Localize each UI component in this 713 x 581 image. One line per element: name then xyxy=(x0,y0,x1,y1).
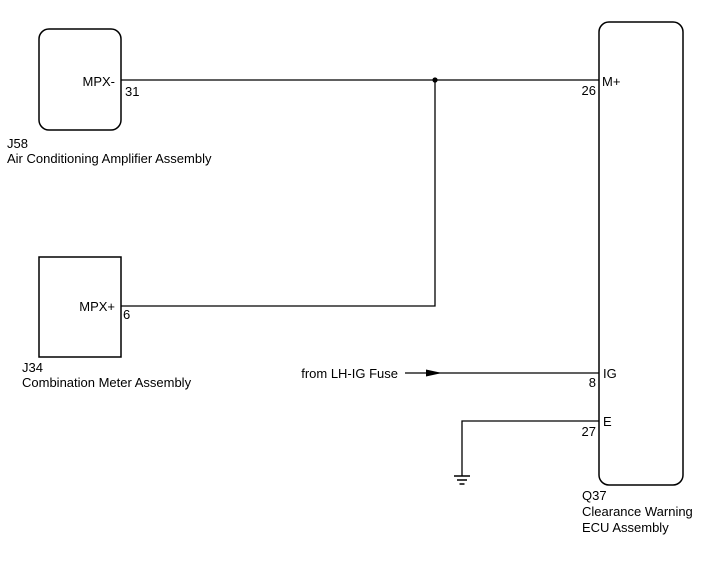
q37-pin-m-plus-number: 26 xyxy=(582,83,596,98)
component-j58: MPX- 31 J58 Air Conditioning Amplifier A… xyxy=(7,28,212,166)
ground-circuit xyxy=(454,420,599,485)
source-label: from LH-IG Fuse xyxy=(301,366,398,381)
j58-pin-label: MPX- xyxy=(83,74,116,89)
ground-icon xyxy=(454,475,470,485)
q37-connector-box xyxy=(598,21,684,486)
q37-name-line2: ECU Assembly xyxy=(582,520,669,535)
q37-pin-e-label: E xyxy=(603,414,612,429)
wire-mpx-plus-branch xyxy=(121,80,436,307)
q37-pin-ig-label: IG xyxy=(603,366,617,381)
splice-junction-dot xyxy=(432,77,438,83)
q37-pin-e-number: 27 xyxy=(582,424,596,439)
component-j34: MPX+ 6 J34 Combination Meter Assembly xyxy=(22,256,192,390)
j58-pin-number: 31 xyxy=(125,84,139,99)
j34-code: J34 xyxy=(22,360,43,375)
j34-name: Combination Meter Assembly xyxy=(22,375,192,390)
j58-code: J58 xyxy=(7,136,28,151)
j58-name: Air Conditioning Amplifier Assembly xyxy=(7,151,212,166)
q37-pin-m-plus-label: M+ xyxy=(602,74,620,89)
q37-name-line1: Clearance Warning xyxy=(582,504,693,519)
j34-pin-number: 6 xyxy=(123,307,130,322)
ig-feed: from LH-IG Fuse xyxy=(301,366,599,381)
q37-code: Q37 xyxy=(582,488,607,503)
component-q37: M+ 26 IG 8 E 27 Q37 Clearance Warning EC… xyxy=(582,21,693,535)
q37-pin-ig-number: 8 xyxy=(589,375,596,390)
j34-pin-label: MPX+ xyxy=(79,299,115,314)
arrow-right-icon xyxy=(426,369,442,377)
wire-ground xyxy=(461,420,599,476)
j34-connector-box xyxy=(38,256,122,358)
